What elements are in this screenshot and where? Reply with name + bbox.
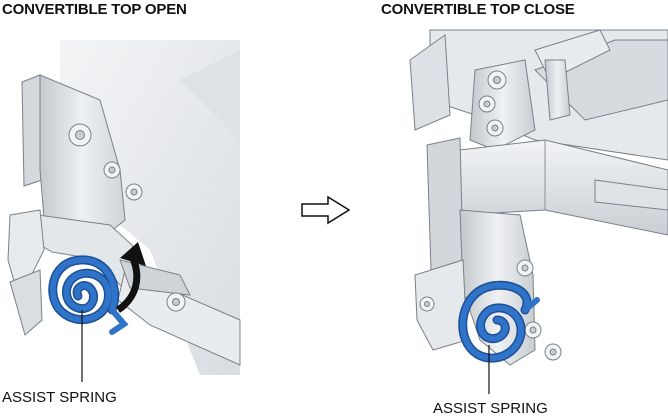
right-diagram-title: CONVERTIBLE TOP CLOSE xyxy=(381,1,575,18)
cross-member-bar xyxy=(459,139,668,236)
left-diagram-title: CONVERTIBLE TOP OPEN xyxy=(2,1,187,18)
bolt-heads xyxy=(419,70,562,361)
assist-spring-coil xyxy=(48,255,129,335)
left-assist-spring-label: ASSIST SPRING xyxy=(2,389,117,406)
bolt-heads xyxy=(68,123,186,312)
rotation-arrow-icon xyxy=(115,242,146,313)
upper-linkage xyxy=(469,29,611,151)
outline-right-arrow-icon xyxy=(301,195,351,225)
convertible-top-open-illustration xyxy=(7,40,241,382)
assist-spring-coil xyxy=(458,280,540,363)
right-assist-spring-label: ASSIST SPRING xyxy=(433,400,548,417)
convertible-top-close-illustration xyxy=(409,29,668,394)
